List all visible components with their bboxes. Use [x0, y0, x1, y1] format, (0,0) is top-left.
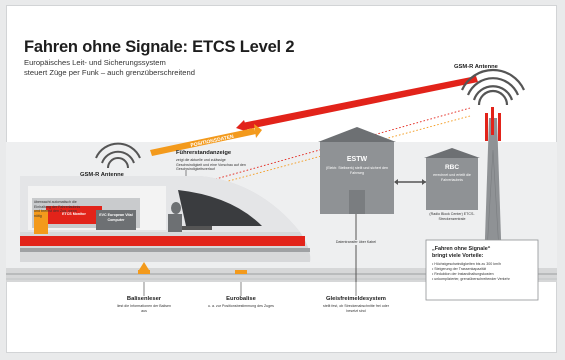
subtitle-line-2: steuert Züge per Funk – auch grenzübersc…	[24, 68, 195, 77]
estw-desc: (Elektr. Stellwerk) stellt und sichert d…	[326, 166, 388, 175]
fuehrerstand-desc: zeigt die aktuelle und zulässige Geschwi…	[176, 158, 246, 172]
rbc-building	[424, 148, 480, 210]
fuehrerstand-title: Führerstandanzeige	[176, 150, 232, 156]
balisenleser-title: Balisenleser	[126, 296, 162, 302]
rbc-sub: (Radio Block Center) ETCS-Streckenzentra…	[429, 212, 475, 221]
benefits-item: • unkomplizierter, grenzüberschreitender…	[432, 277, 510, 281]
eurobalise-title: Eurobalise	[226, 296, 256, 302]
benefits-box	[425, 239, 539, 301]
evc-desc: überwacht automatisch die Einhaltung der…	[34, 200, 81, 218]
benefits-title-1: „Fahren ohne Signale“	[432, 246, 491, 252]
page-title: Fahren ohne Signale: ETCS Level 2	[24, 38, 295, 56]
benefits-title-2: bringt viele Vorteile:	[432, 253, 484, 259]
gsmr-label-left: GSM-R Antenne	[80, 172, 124, 178]
gleis-title: Gleisfreimeldesystem	[326, 296, 386, 302]
evc-box-label: EVC European Vital Computer	[99, 213, 133, 222]
balisenleser-desc: liest die Informationen der Balisen aus	[116, 304, 172, 313]
data-arrow-short	[150, 124, 262, 156]
balise-markers	[138, 262, 247, 274]
gsmr-label-right: GSM-R Antenne	[454, 64, 498, 70]
data-arrow-long	[236, 76, 478, 132]
connector-estw-rbc	[394, 179, 426, 185]
gsmr-mast-right	[460, 68, 526, 269]
rbc-desc: errechnet und erteilt die Fahrerlaubnis	[433, 173, 471, 182]
estw-building	[318, 127, 396, 214]
datatransfer-label: Datentransfer über Kabel	[334, 240, 378, 245]
benefits-item: • Steigerung der Trassenkapazität	[432, 267, 487, 271]
benefits-item: • Höchstgeschwindigkeiten bis zu 300 km/…	[432, 262, 501, 266]
etcs-monitor-label: ETCS Monitor	[62, 212, 86, 216]
gleis-desc: stellt fest, ob Streckenabschnitte frei …	[323, 304, 389, 313]
estw-title: ESTW	[346, 156, 368, 163]
benefits-item: • Reduktion der Instandhaltungskosten	[432, 272, 494, 276]
rbc-title: RBC	[444, 164, 460, 171]
eurobalise-desc: u. a. zur Positionsbestimmung des Zuges	[208, 304, 274, 308]
subtitle-line-1: Europäisches Leit- und Sicherungssystem	[24, 58, 166, 67]
train	[20, 176, 311, 262]
gsmr-waves-left	[95, 142, 141, 169]
